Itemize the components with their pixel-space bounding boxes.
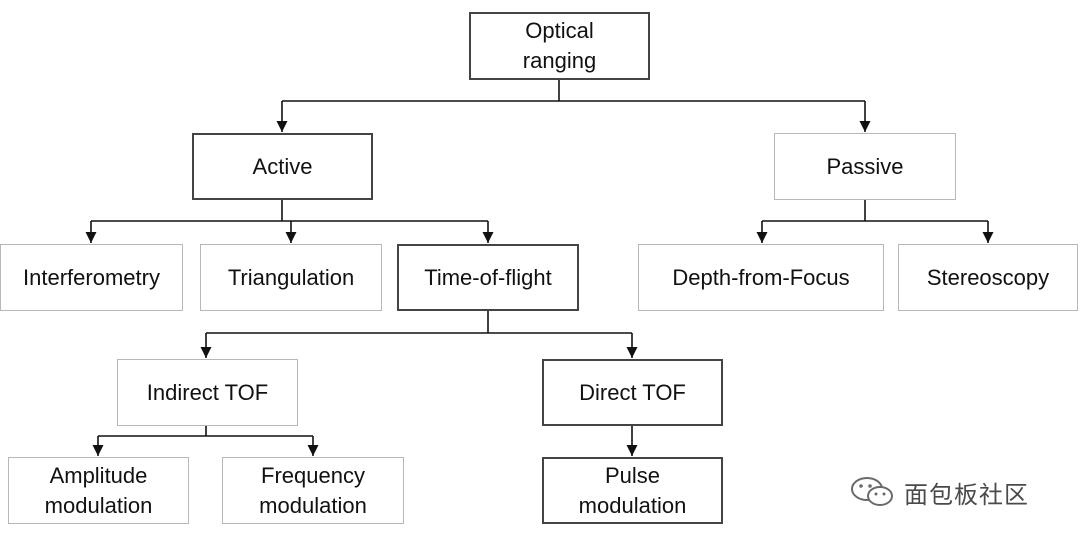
node-indirect-tof: Indirect TOF [117,359,298,426]
node-frequency-modulation: Frequency modulation [222,457,404,524]
node-time-of-flight: Time-of-flight [397,244,579,311]
node-interferometry: Interferometry [0,244,183,311]
node-stereoscopy: Stereoscopy [898,244,1078,311]
node-amplitude-modulation: Amplitude modulation [8,457,189,524]
node-pulse-modulation: Pulse modulation [542,457,723,524]
node-optical-ranging: Optical ranging [469,12,650,80]
wechat-icon [851,477,893,506]
node-depth-from-focus: Depth-from-Focus [638,244,884,311]
watermark-text: 面包板社区 [904,480,1029,509]
node-passive: Passive [774,133,956,200]
node-triangulation: Triangulation [200,244,382,311]
node-direct-tof: Direct TOF [542,359,723,426]
node-active: Active [192,133,373,200]
watermark: 面包板社区 [848,472,1058,512]
